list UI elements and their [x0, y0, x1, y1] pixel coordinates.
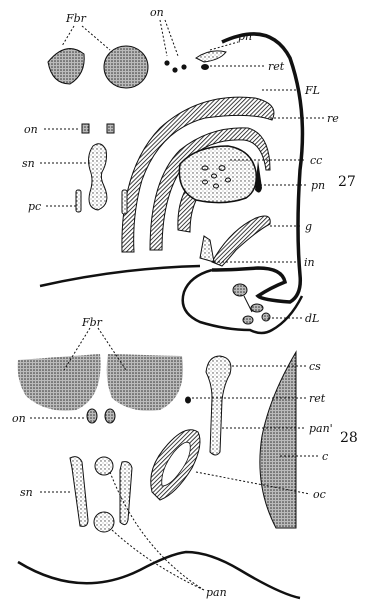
figure-27: Fbr on pn ret FL re on cc sn 27 pn pc g … [22, 6, 356, 333]
pineal-nerve-top [196, 51, 226, 62]
label-g-27: g [305, 220, 312, 233]
retina-28 [185, 397, 191, 404]
leader-fbr [62, 26, 110, 50]
optic-nerve-pair [82, 124, 114, 133]
figure-number-28: 28 [340, 430, 358, 446]
label-pn-right-27: pn [311, 179, 325, 192]
ganglion-g [212, 216, 270, 266]
optic-nerve-dot [181, 64, 186, 69]
figure-number-27: 27 [338, 174, 356, 190]
lower-arc [18, 552, 300, 598]
label-re-27: re [327, 112, 339, 125]
forebrain-left-28 [18, 354, 101, 411]
label-on-28: on [12, 412, 26, 425]
label-in-27: in [304, 256, 315, 269]
label-oc-28: oc [313, 488, 326, 501]
sn-left [70, 457, 88, 527]
leader-pn-top [210, 42, 238, 50]
central-canal [179, 146, 256, 203]
forebrain-right-28 [107, 354, 183, 411]
leader-on-top [160, 20, 178, 56]
label-ret-28: ret [309, 392, 326, 405]
optic-nerve-dot [164, 60, 169, 65]
label-pan-bottom-28: pan [206, 586, 227, 599]
label-c-28: c [322, 450, 328, 463]
label-fl-27: FL [304, 84, 320, 97]
optic-cup [151, 430, 200, 500]
forebrain-right [104, 46, 148, 88]
label-pn-top-27: pn [238, 30, 252, 43]
label-fbr-28: Fbr [81, 316, 103, 329]
spinal-nerve [89, 144, 107, 210]
forebrain-left [48, 49, 84, 84]
lens-c [260, 352, 296, 528]
pc-right [122, 190, 127, 214]
sn-right [120, 462, 132, 525]
optic-nerve-dot [172, 67, 177, 72]
label-sn-28: sn [20, 486, 33, 499]
label-on-top-27: on [150, 6, 164, 19]
pc-left [76, 190, 81, 212]
label-on-left-27: on [24, 123, 38, 136]
label-pc-27: pc [28, 200, 41, 213]
label-cs-28: cs [309, 360, 321, 373]
label-dl-27: dL [305, 312, 319, 325]
intestine-junction [200, 236, 214, 262]
retina-small [201, 64, 209, 70]
optic-nerve-pair-28 [87, 409, 115, 423]
figure-28: Fbr cs ret on pan' 28 c sn oc pan [12, 316, 358, 599]
cs-rod [206, 356, 231, 455]
label-fbr-27: Fbr [65, 12, 87, 25]
label-pan-right-28: pan' [309, 422, 333, 435]
label-cc-27: cc [310, 154, 322, 167]
pan-dot-bottom [94, 512, 114, 532]
label-sn-27: sn [22, 157, 35, 170]
label-ret-27: ret [268, 60, 285, 73]
